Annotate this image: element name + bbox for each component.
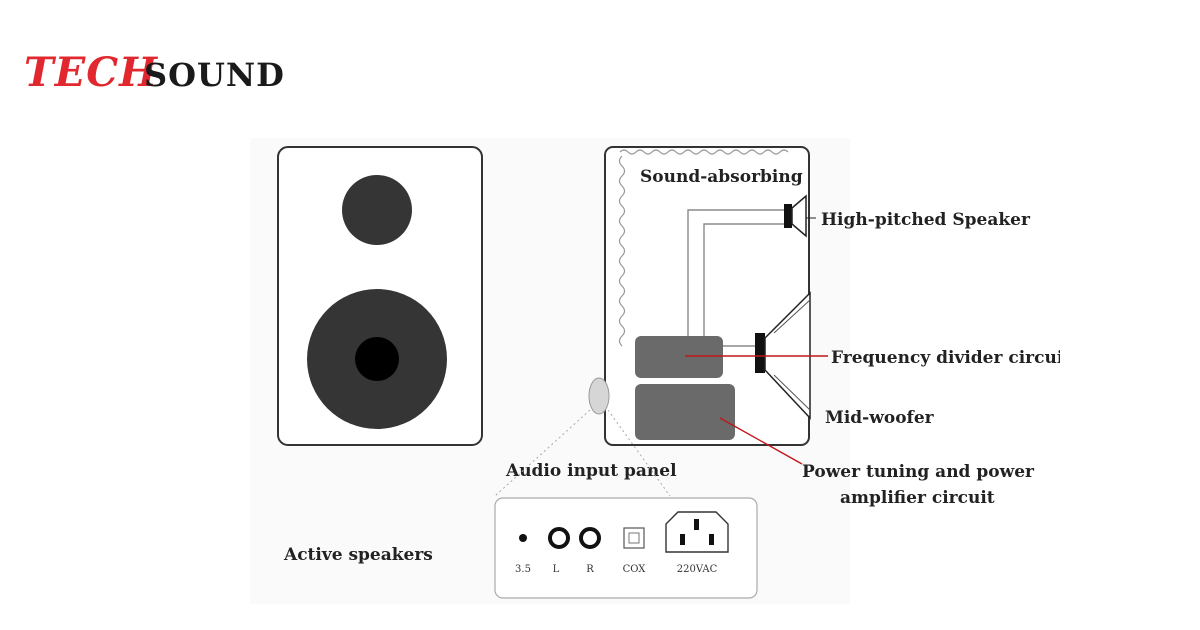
front-speaker [277, 146, 483, 446]
tweeter-horn [791, 194, 807, 238]
logo-tech-text: TECH [24, 49, 158, 92]
port-label-cox: COX [623, 564, 647, 575]
port-label-l: L [553, 564, 560, 575]
woofer-magnet [755, 333, 765, 373]
label-high-pitched-speaker: High-pitched Speaker [821, 210, 1031, 230]
woofer-cone-inner-1 [773, 299, 811, 334]
port-label-220vac: 220VAC [677, 564, 718, 575]
port-r-jack [579, 527, 601, 549]
port-220vac-pin-top [694, 519, 699, 530]
label-power-tuning-line1: Power tuning and power [802, 462, 1035, 482]
sound-absorbing-foam [618, 149, 789, 347]
frequency-divider-block [635, 336, 723, 378]
port-label-r: R [586, 564, 594, 575]
label-mid-woofer: Mid-woofer [825, 408, 935, 428]
leader-power-tuning [719, 417, 803, 465]
projection-line-left [494, 409, 591, 497]
logo-sound-text: SOUND [144, 56, 285, 92]
port-220vac-socket [665, 511, 729, 553]
audio-input-panel: 3.5 L R COX 220VAC [494, 497, 758, 599]
techsound-logo: TECH SOUND [24, 49, 285, 92]
port-220vac-pin-left [680, 534, 685, 545]
label-sound-absorbing: Sound-absorbing [640, 167, 803, 187]
tweeter-wire [687, 209, 784, 340]
woofer-dust-cap [355, 337, 399, 381]
label-active-speakers: Active speakers [283, 545, 433, 565]
port-cox-inner [628, 532, 640, 544]
tweeter-cone [342, 175, 412, 245]
tweeter-magnet [784, 204, 792, 228]
speaker-diagram: Sound-absorbing Audio input panel Active… [250, 138, 850, 604]
audio-input-bump [588, 377, 610, 415]
label-power-tuning-line2: amplifier circuit [840, 488, 995, 508]
port-label-3-5: 3.5 [515, 564, 531, 575]
port-220vac-pin-right [709, 534, 714, 545]
label-audio-input-panel: Audio input panel [505, 461, 677, 481]
port-l-jack [548, 527, 570, 549]
external-labels: High-pitched Speaker Frequency divider c… [802, 210, 1060, 508]
cutaway-speaker [588, 146, 811, 446]
label-frequency-divider: Frequency divider circuit [831, 348, 1060, 368]
port-3-5-jack [519, 534, 527, 542]
woofer-cone-inner-2 [773, 374, 811, 411]
amplifier-block [635, 384, 735, 440]
